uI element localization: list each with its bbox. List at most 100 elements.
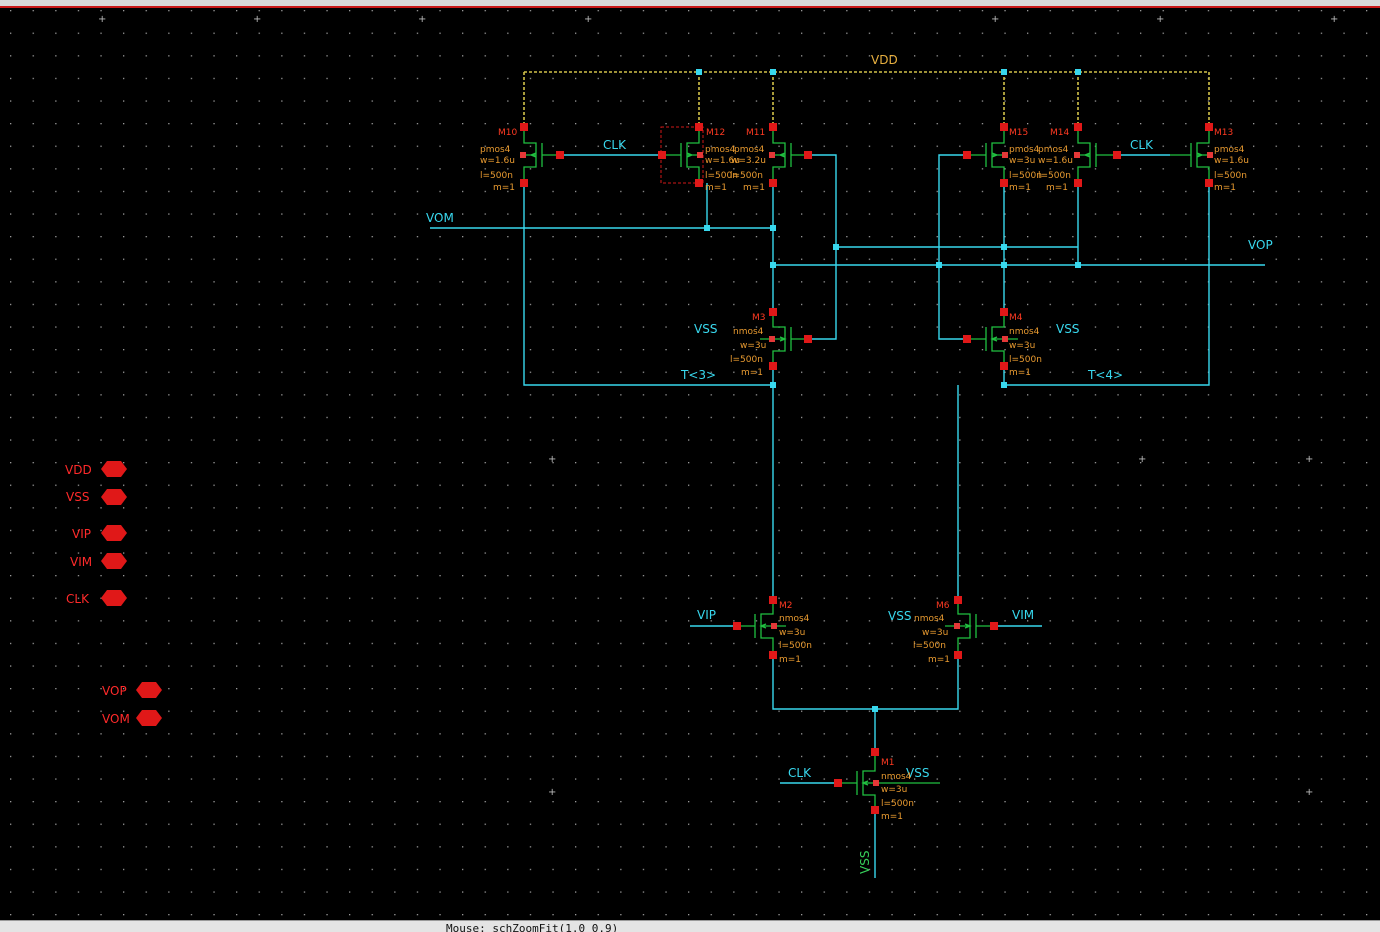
svg-text:+: + xyxy=(1305,787,1313,798)
m6-m: m=1 xyxy=(928,655,950,665)
m13-l: l=500n xyxy=(1214,171,1247,181)
vdd-rail[interactable] xyxy=(523,71,1210,127)
m2-m: m=1 xyxy=(779,655,801,665)
status-bar: Mouse: schZoomFit(1.0 0.9) xyxy=(0,920,1380,932)
svg-text:+: + xyxy=(584,14,592,25)
m10-model: pmos4 xyxy=(480,145,511,155)
svg-text:+: + xyxy=(1330,14,1338,25)
transistor-m15[interactable]: M15 pmos4 w=3u l=500n m=1 xyxy=(963,123,1042,193)
pin-vdd[interactable]: VDD xyxy=(65,461,127,477)
pin-vim-label: VIM xyxy=(70,555,92,569)
net-label-vss-m4: VSS xyxy=(1056,322,1079,336)
m3-m: m=1 xyxy=(741,368,763,378)
m1-name: M1 xyxy=(881,758,895,768)
pin-vop[interactable]: VOP xyxy=(102,682,162,698)
net-label-vop: VOP xyxy=(1248,238,1273,252)
title-bar xyxy=(0,0,1380,8)
m12-l: l=500n xyxy=(705,171,738,181)
transistor-m12[interactable]: M12 pmos4 w=1.6u l=500n m=1 xyxy=(658,123,740,193)
pin-vop-icon xyxy=(136,682,162,698)
m2-name: M2 xyxy=(779,601,793,611)
m2-w: w=3u xyxy=(779,628,805,638)
m14-m: m=1 xyxy=(1046,183,1068,193)
m10-w: w=1.6u xyxy=(480,156,515,166)
svg-text:+: + xyxy=(548,787,556,798)
m15-model: pmos4 xyxy=(1009,145,1040,155)
m12-w: w=1.6u xyxy=(705,156,740,166)
m14-model: pmos4 xyxy=(1038,145,1069,155)
svg-text:+: + xyxy=(548,454,556,465)
net-label-vim: VIM xyxy=(1012,608,1034,622)
m14-w: w=1.6u xyxy=(1038,156,1073,166)
m10-name: M10 xyxy=(498,128,517,138)
m4-name: M4 xyxy=(1009,313,1023,323)
m15-name: M15 xyxy=(1009,128,1028,138)
m1-w: w=3u xyxy=(881,785,907,795)
pin-vip-label: VIP xyxy=(72,527,91,541)
transistor-m13[interactable]: M13 pmos4 w=1.6u l=500n m=1 xyxy=(1170,123,1249,193)
m4-m: m=1 xyxy=(1009,368,1031,378)
vdd-net-label: VDD xyxy=(871,53,898,67)
pin-vom[interactable]: VOM xyxy=(102,710,162,726)
m12-name: M12 xyxy=(706,128,725,138)
m11-m: m=1 xyxy=(743,183,765,193)
m13-m: m=1 xyxy=(1214,183,1236,193)
pin-clk-icon xyxy=(101,590,127,606)
m1-l: l=500n xyxy=(881,799,914,809)
pin-vss-icon xyxy=(101,489,127,505)
m15-m: m=1 xyxy=(1009,183,1031,193)
pin-vip[interactable]: VIP xyxy=(72,525,127,541)
m11-model: pmos4 xyxy=(734,145,765,155)
pin-vim[interactable]: VIM xyxy=(70,553,127,569)
m14-name: M14 xyxy=(1050,128,1069,138)
pin-vdd-icon xyxy=(101,461,127,477)
m11-name: M11 xyxy=(746,128,765,138)
m6-name: M6 xyxy=(936,601,950,611)
m13-w: w=1.6u xyxy=(1214,156,1249,166)
pin-clk[interactable]: CLK xyxy=(66,590,127,606)
net-label-vss-m6: VSS xyxy=(888,609,911,623)
junction-dots xyxy=(696,69,1081,712)
net-label-vom: VOM xyxy=(426,211,454,225)
svg-text:+: + xyxy=(991,14,999,25)
net-label-clk-left: CLK xyxy=(603,138,627,152)
m6-l: l=500n xyxy=(913,641,946,651)
m3-name: M3 xyxy=(752,313,766,323)
m4-w: w=3u xyxy=(1009,341,1035,351)
transistor-m2[interactable]: M2 nmos4 w=3u l=500n m=1 xyxy=(733,596,812,665)
transistor-m14[interactable]: M14 pmos4 w=1.6u l=500n m=1 xyxy=(1038,123,1121,193)
pin-vss[interactable]: VSS xyxy=(66,489,127,505)
pin-vdd-label: VDD xyxy=(65,463,92,477)
svg-text:+: + xyxy=(1305,454,1313,465)
transistor-m6[interactable]: M6 nmos4 w=3u l=500n m=1 xyxy=(913,596,998,665)
m15-w: w=3u xyxy=(1009,156,1035,166)
m13-model: pmos4 xyxy=(1214,145,1245,155)
transistor-m11[interactable]: M11 pmos4 w=3.2u l=500n m=1 xyxy=(730,123,812,193)
svg-text:+: + xyxy=(418,14,426,25)
m11-w: w=3.2u xyxy=(731,156,766,166)
m14-l: l=500n xyxy=(1038,171,1071,181)
m3-l: l=500n xyxy=(730,355,763,365)
transistor-m3[interactable]: M3 nmos4 w=3u l=500n m=1 xyxy=(730,308,812,378)
m6-w: w=3u xyxy=(922,628,948,638)
transistor-m10[interactable]: M10 pmos4 w=1.6u l=500n m=1 xyxy=(480,123,564,193)
m2-model: nmos4 xyxy=(779,614,810,624)
m10-l: l=500n xyxy=(480,171,513,181)
net-label-vss-m1: VSS xyxy=(906,766,929,780)
net-label-clk-bottom: CLK xyxy=(788,766,812,780)
svg-text:+: + xyxy=(98,14,106,25)
transistor-m4[interactable]: M4 nmos4 w=3u l=500n m=1 xyxy=(963,308,1042,378)
pin-vom-icon xyxy=(136,710,162,726)
pin-vim-icon xyxy=(101,553,127,569)
transistor-m1[interactable]: M1 nmos4 w=3u l=500n m=1 xyxy=(834,748,940,822)
pin-vip-icon xyxy=(101,525,127,541)
pin-vss-label: VSS xyxy=(66,490,89,504)
svg-text:+: + xyxy=(253,14,261,25)
m10-m: m=1 xyxy=(493,183,515,193)
net-label-clk-right: CLK xyxy=(1130,138,1154,152)
m13-name: M13 xyxy=(1214,128,1233,138)
pin-clk-label: CLK xyxy=(66,592,90,606)
pin-vom-label: VOM xyxy=(102,712,130,726)
net-label-vip: VIP xyxy=(697,608,716,622)
